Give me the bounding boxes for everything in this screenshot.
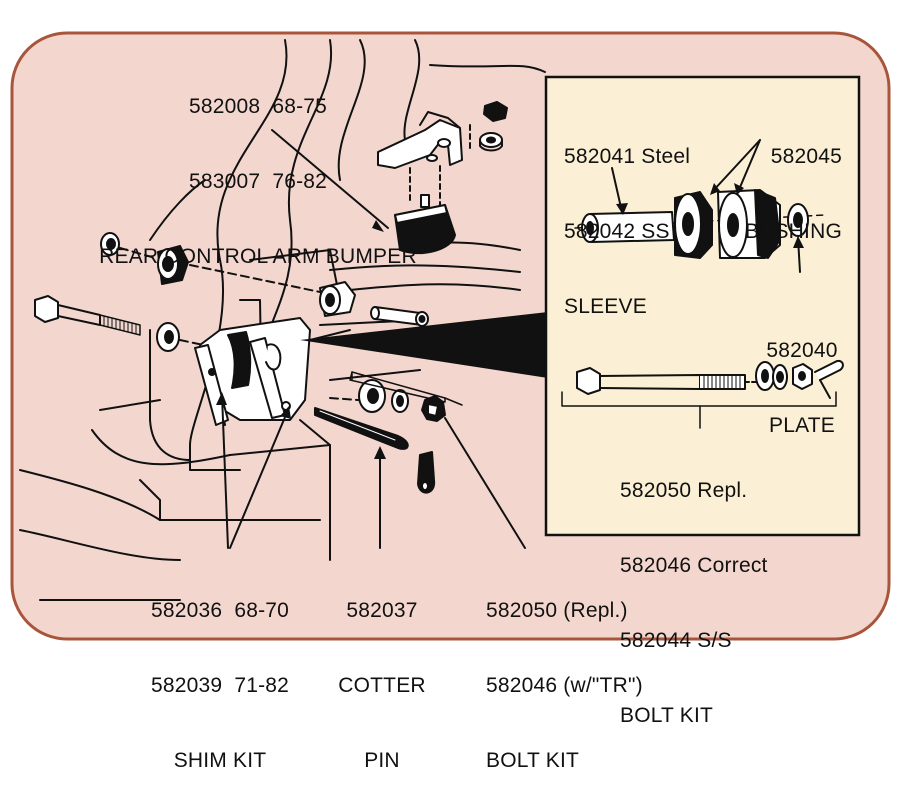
bushing-label-line1: 582045 (770, 145, 842, 168)
shim-kit-line1: 582036 68-70 (150, 599, 290, 622)
frame-sleeve (370, 306, 429, 327)
shim-kit-label: 582036 68-70 582039 71-82 SHIM KIT (132, 548, 308, 798)
bumper-bracket (377, 111, 463, 169)
plate-label-line1: 582040 (766, 339, 838, 362)
inset-bolt-kit-line3: 582044 S/S (620, 629, 732, 652)
bolt-kit-line3: BOLT KIT (486, 749, 580, 772)
cotter-pin-line1: 582037 (346, 599, 418, 622)
zoom-wedge (300, 312, 548, 378)
inset-panel (544, 75, 861, 537)
middle-washer (156, 322, 180, 352)
bumper-label-line1: 582008 68-75 (188, 95, 328, 118)
bumper-label: 582008 68-75 583007 76-82 REAR CONTROL A… (78, 44, 438, 294)
plate-arrowhead (793, 236, 804, 248)
shim-arrowhead-1 (216, 392, 227, 405)
bumper-label-line2: 583007 76-82 (188, 170, 328, 193)
inset-bushing-2 (717, 189, 781, 259)
left-bushing (157, 245, 189, 285)
cotter-pin-label: 582037 COTTER PIN (330, 548, 434, 798)
bolt-kit-label: 582050 (Repl.) 582046 (w/"TR") BOLT KIT (486, 548, 643, 798)
rubber-bumper (394, 194, 456, 255)
sleeve-label-line3: SLEEVE (564, 295, 647, 318)
cotter-pin-line2: COTTER (338, 674, 426, 697)
left-washer (100, 232, 120, 256)
bushing-arrowhead-1 (710, 183, 720, 195)
control-arm-assembly (194, 317, 311, 426)
bolt-kit-parts (358, 379, 446, 422)
inset-washers (755, 361, 813, 391)
sleeve-label: 582041 Steel 582042 SS SLEEVE (564, 94, 690, 344)
sleeve-arrowhead (616, 203, 628, 215)
inset-bolt-kit-line1: 582050 Repl. (620, 479, 748, 502)
bushing-label: 582045 BUSHING (720, 94, 842, 269)
bumper-label-line3: REAR CONTROL ARM BUMPER (99, 245, 417, 268)
cotter-pin (314, 407, 409, 450)
long-bolt (34, 295, 141, 336)
frame-bushing (319, 281, 356, 317)
inset-cotter-pin (814, 360, 844, 399)
bushing-arrowhead-2 (734, 183, 744, 195)
bolt-kit-line1: 582050 (Repl.) (486, 599, 628, 622)
bumper-nut (479, 101, 508, 152)
frame-sketch (19, 39, 546, 601)
plate-label: 582040 PLATE (752, 288, 852, 463)
parts-diagram (10, 31, 891, 641)
bushing-label-line2: BUSHING (744, 220, 842, 243)
inset-sleeve (581, 211, 675, 243)
inset-bolt (576, 367, 746, 395)
inset-bolt-kit-line2: 582046 Correct (620, 554, 768, 577)
cotter-arrowhead (374, 446, 386, 459)
shim-kit-line3: SHIM KIT (173, 749, 267, 772)
sleeve-label-line1: 582041 Steel (564, 145, 691, 168)
cotter-pin-line3: PIN (364, 749, 400, 772)
cotter-key (417, 451, 436, 494)
plate-label-line2: PLATE (769, 414, 835, 437)
bumper-arrowhead (372, 220, 384, 232)
sleeve-label-line2: 582042 SS (564, 220, 670, 243)
shim-arrowhead-2 (280, 406, 291, 419)
shim-kit-line2: 582039 71-82 (150, 674, 290, 697)
bolt-kit-line2: 582046 (w/"TR") (486, 674, 643, 697)
inset-bushing-1 (674, 191, 713, 259)
